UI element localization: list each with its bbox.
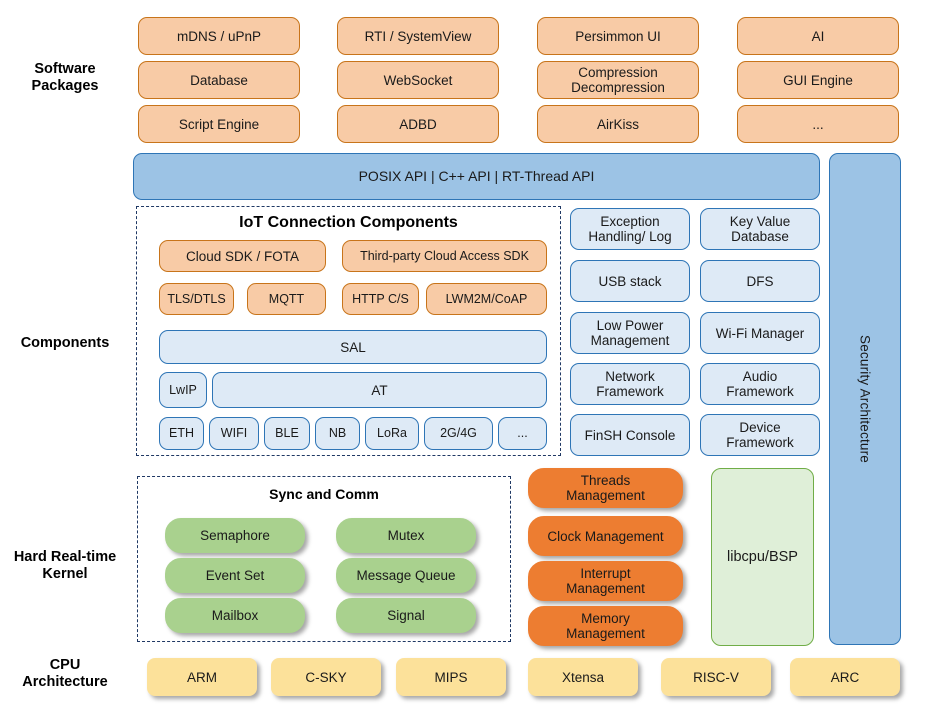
iot-protocol-box[interactable]: HTTP C/S (342, 283, 419, 315)
kernel-management-box[interactable]: Threads Management (528, 468, 683, 508)
sync-primitive-box[interactable]: Mutex (336, 518, 476, 553)
iot-protocol-box[interactable]: TLS/DTLS (159, 283, 234, 315)
package-box[interactable]: mDNS / uPnP (138, 17, 300, 55)
cpu-arch-box[interactable]: Xtensa (528, 658, 638, 696)
iot-lwip-box[interactable]: LwIP (159, 372, 207, 408)
package-box[interactable]: ... (737, 105, 899, 143)
iot-link-box[interactable]: LoRa (365, 417, 419, 450)
row-label-kernel: Hard Real-time Kernel (13, 549, 117, 582)
iot-link-box[interactable]: WIFI (209, 417, 259, 450)
security-architecture-bar[interactable]: Security Architecture (829, 153, 901, 645)
iot-cloud-box[interactable]: Cloud SDK / FOTA (159, 240, 326, 272)
component-box[interactable]: Exception Handling/ Log (570, 208, 690, 250)
package-box[interactable]: Compression Decompression (537, 61, 699, 99)
component-box[interactable]: USB stack (570, 260, 690, 302)
sync-primitive-box[interactable]: Message Queue (336, 558, 476, 593)
iot-protocol-box[interactable]: LWM2M/CoAP (426, 283, 547, 315)
cpu-arch-box[interactable]: ARC (790, 658, 900, 696)
cpu-arch-box[interactable]: RISC-V (661, 658, 771, 696)
row-label-software-packages: Software Packages (31, 61, 99, 94)
package-box[interactable]: Persimmon UI (537, 17, 699, 55)
component-box[interactable]: Low Power Management (570, 312, 690, 354)
iot-sal-box[interactable]: SAL (159, 330, 547, 364)
iot-at-box[interactable]: AT (212, 372, 547, 408)
sync-comm-title: Sync and Comm (269, 486, 379, 502)
iot-connection-group: IoT Connection Components (136, 206, 561, 456)
package-box[interactable]: WebSocket (337, 61, 499, 99)
iot-protocol-box[interactable]: MQTT (247, 283, 326, 315)
cpu-arch-box[interactable]: MIPS (396, 658, 506, 696)
package-box[interactable]: AirKiss (537, 105, 699, 143)
component-box[interactable]: Device Framework (700, 414, 820, 456)
iot-group-title: IoT Connection Components (239, 214, 458, 231)
sync-primitive-box[interactable]: Semaphore (165, 518, 305, 553)
row-label-components: Components (20, 335, 110, 351)
package-box[interactable]: GUI Engine (737, 61, 899, 99)
cpu-arch-box[interactable]: ARM (147, 658, 257, 696)
sync-primitive-box[interactable]: Event Set (165, 558, 305, 593)
package-box[interactable]: Script Engine (138, 105, 300, 143)
component-box[interactable]: DFS (700, 260, 820, 302)
iot-link-box[interactable]: 2G/4G (424, 417, 493, 450)
kernel-management-box[interactable]: Clock Management (528, 516, 683, 556)
kernel-management-box[interactable]: Memory Management (528, 606, 683, 646)
api-bar[interactable]: POSIX API | C++ API | RT-Thread API (133, 153, 820, 200)
package-box[interactable]: AI (737, 17, 899, 55)
sync-comm-group: Sync and Comm (137, 476, 511, 642)
iot-cloud-box[interactable]: Third-party Cloud Access SDK (342, 240, 547, 272)
iot-link-box[interactable]: ETH (159, 417, 204, 450)
package-box[interactable]: ADBD (337, 105, 499, 143)
package-box[interactable]: RTI / SystemView (337, 17, 499, 55)
package-box[interactable]: Database (138, 61, 300, 99)
cpu-arch-box[interactable]: C-SKY (271, 658, 381, 696)
component-box[interactable]: Audio Framework (700, 363, 820, 405)
iot-link-box[interactable]: NB (315, 417, 360, 450)
component-box[interactable]: Key Value Database (700, 208, 820, 250)
sync-primitive-box[interactable]: Signal (336, 598, 476, 633)
sync-primitive-box[interactable]: Mailbox (165, 598, 305, 633)
security-architecture-label: Security Architecture (857, 334, 873, 463)
kernel-management-box[interactable]: Interrupt Management (528, 561, 683, 601)
component-box[interactable]: Network Framework (570, 363, 690, 405)
libcpu-bsp-box[interactable]: libcpu/BSP (711, 468, 814, 646)
component-box[interactable]: FinSH Console (570, 414, 690, 456)
component-box[interactable]: Wi-Fi Manager (700, 312, 820, 354)
row-label-cpu-architecture: CPU Architecture (22, 657, 108, 690)
iot-link-box[interactable]: ... (498, 417, 547, 450)
iot-link-box[interactable]: BLE (264, 417, 310, 450)
